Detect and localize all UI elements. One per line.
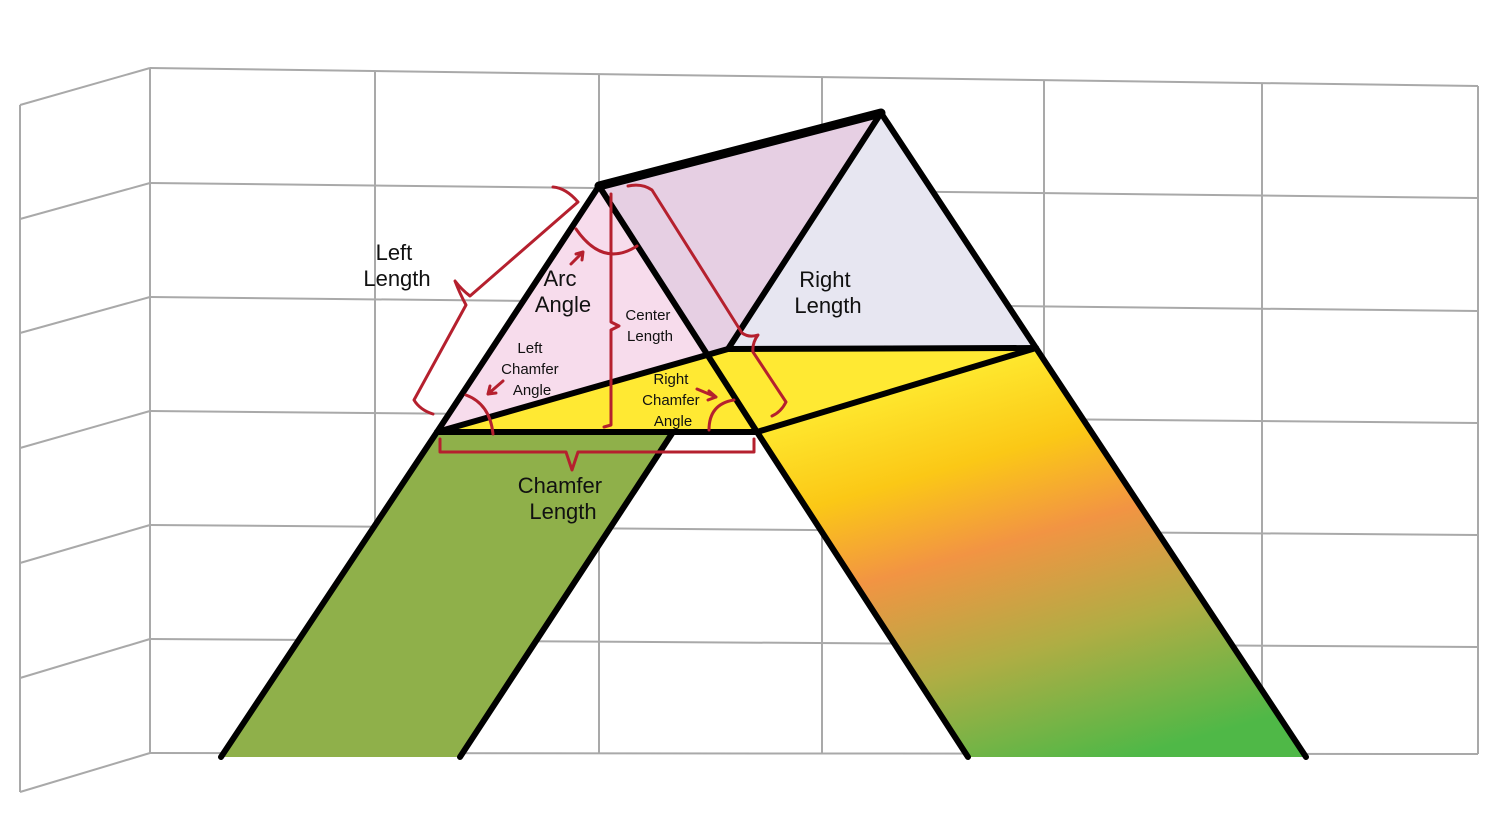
left-chamfer-angle-arc <box>464 393 495 436</box>
arc-angle-arc <box>574 227 639 256</box>
center-length-label: Center Length <box>625 307 674 345</box>
right-chamfer-angle-arc <box>707 398 736 432</box>
chamfer-length-brace <box>438 437 756 472</box>
right-end-face <box>728 113 1036 349</box>
right-leg-face <box>757 348 1306 757</box>
diagram-labels: Left Length Arc Angle Center Length Righ… <box>363 240 861 524</box>
shape-outlines <box>218 108 1309 760</box>
left-chamfer-angle-label: Left Chamfer Angle <box>501 340 563 399</box>
right-chamfer-angle-arrow <box>695 387 718 402</box>
chamfer-length-label: Chamfer Length <box>518 473 608 524</box>
annotations <box>412 183 788 472</box>
left-length-label: Left Length <box>363 240 430 291</box>
chamfer-face <box>437 348 1036 432</box>
right-length-brace <box>626 183 788 418</box>
left-length-brace <box>412 185 580 416</box>
arc-angle-arrow <box>569 250 585 266</box>
center-length-brace <box>602 192 621 429</box>
left-chamfer-angle-arrow <box>486 379 505 396</box>
left-leg-face <box>221 432 673 757</box>
arc-angle-label: Arc Angle <box>535 266 591 317</box>
shape-faces <box>221 113 1306 757</box>
left-front-face <box>437 186 708 432</box>
right-chamfer-angle-label: Right Chamfer Angle <box>642 371 704 430</box>
right-length-label: Right Length <box>794 267 861 318</box>
